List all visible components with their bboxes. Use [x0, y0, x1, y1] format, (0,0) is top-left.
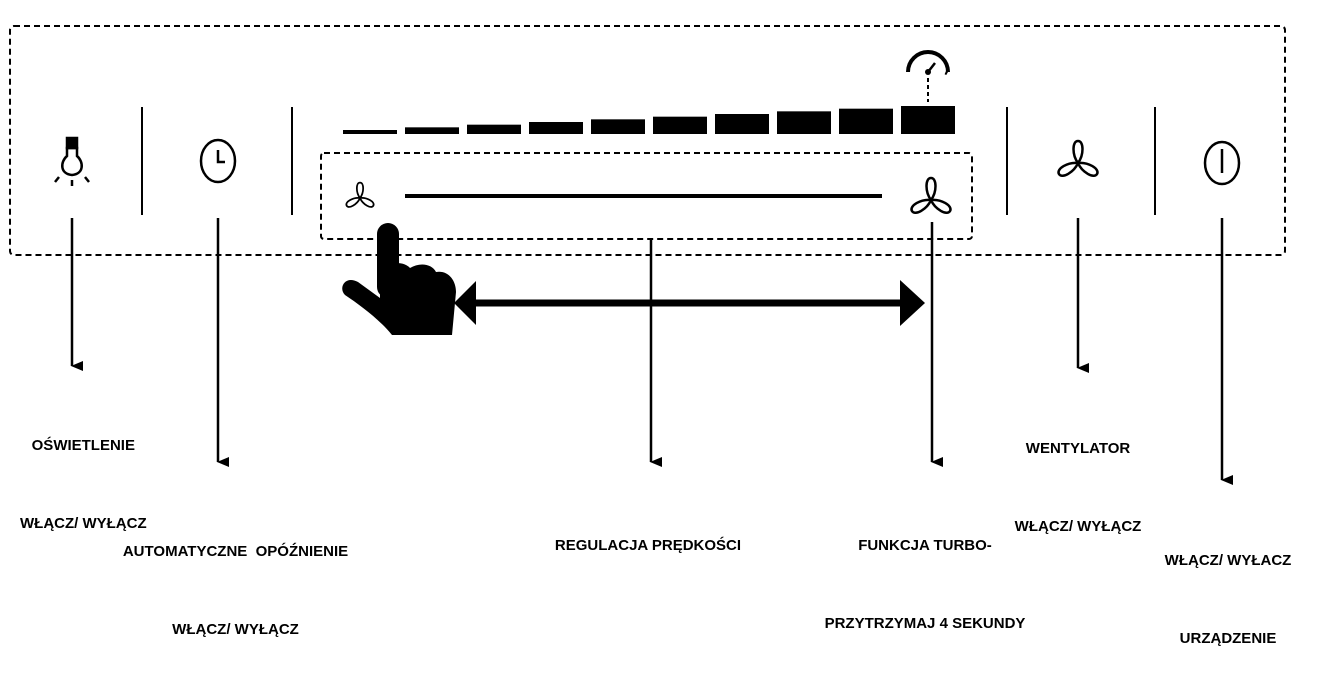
speed-slider-area[interactable]: [320, 152, 973, 240]
separators: [141, 107, 1156, 215]
speed-level-bar-10: [901, 106, 955, 134]
label-line: URZĄDZENIE: [1179, 630, 1277, 647]
speed-level-bar-3: [467, 124, 521, 134]
speed-level-bars: [343, 106, 955, 134]
callout-lines: [70, 218, 1233, 485]
speed-level-bar-4: [529, 122, 583, 134]
power-icon[interactable]: [1203, 140, 1241, 186]
speed-level-bar-1: [343, 130, 397, 134]
control-panel-diagram: [9, 25, 1286, 485]
speed-level-bar-9: [839, 108, 893, 134]
bulb-icon[interactable]: [54, 136, 90, 186]
speed-level-bar-8: [777, 111, 831, 134]
speed-level-bar-2: [405, 127, 459, 134]
fan-icon[interactable]: [1055, 139, 1101, 180]
label-line: OŚWIETLENIE: [31, 437, 135, 454]
hand-pointer-icon: [342, 223, 456, 335]
label-speed-control: REGULACJA PRĘDKOŚCI: [538, 481, 758, 585]
speed-level-bar-6: [653, 116, 707, 134]
gauge-icon: [906, 50, 950, 102]
speed-level-bar-7: [715, 114, 769, 134]
label-lighting: OŚWIETLENIE WŁĄCZ/ WYŁĄCZ: [20, 381, 147, 563]
label-line: WŁĄCZ/ WYŁACZ: [1164, 552, 1292, 569]
label-line: REGULACJA PRĘDKOŚCI: [554, 537, 742, 554]
panel-outline: [9, 25, 1286, 256]
swipe-double-arrow: [454, 280, 925, 326]
clock-icon[interactable]: [199, 138, 237, 184]
label-line: FUNKCJA TURBO-: [858, 537, 992, 554]
label-power: WŁĄCZ/ WYŁACZ URZĄDZENIE: [1148, 496, 1308, 678]
label-auto-delay: AUTOMATYCZNE OPÓŹNIENIE WŁĄCZ/ WYŁĄCZ: [103, 487, 368, 669]
label-line: AUTOMATYCZNE OPÓŹNIENIE: [122, 543, 349, 560]
label-line: WŁĄCZ/ WYŁĄCZ: [1014, 518, 1142, 535]
label-line: WŁĄCZ/ WYŁĄCZ: [172, 621, 299, 638]
label-line: WENTYLATOR: [1025, 440, 1131, 457]
fan-low-icon: [344, 181, 376, 210]
speed-level-bar-5: [591, 119, 645, 134]
label-line: WŁĄCZ/ WYŁĄCZ: [20, 515, 147, 532]
label-line: PRZYTRZYMAJ 4 SEKUNDY: [824, 615, 1026, 632]
label-fan: WENTYLATOR WŁĄCZ/ WYŁĄCZ: [998, 384, 1158, 566]
fan-turbo-icon[interactable]: [908, 176, 954, 217]
